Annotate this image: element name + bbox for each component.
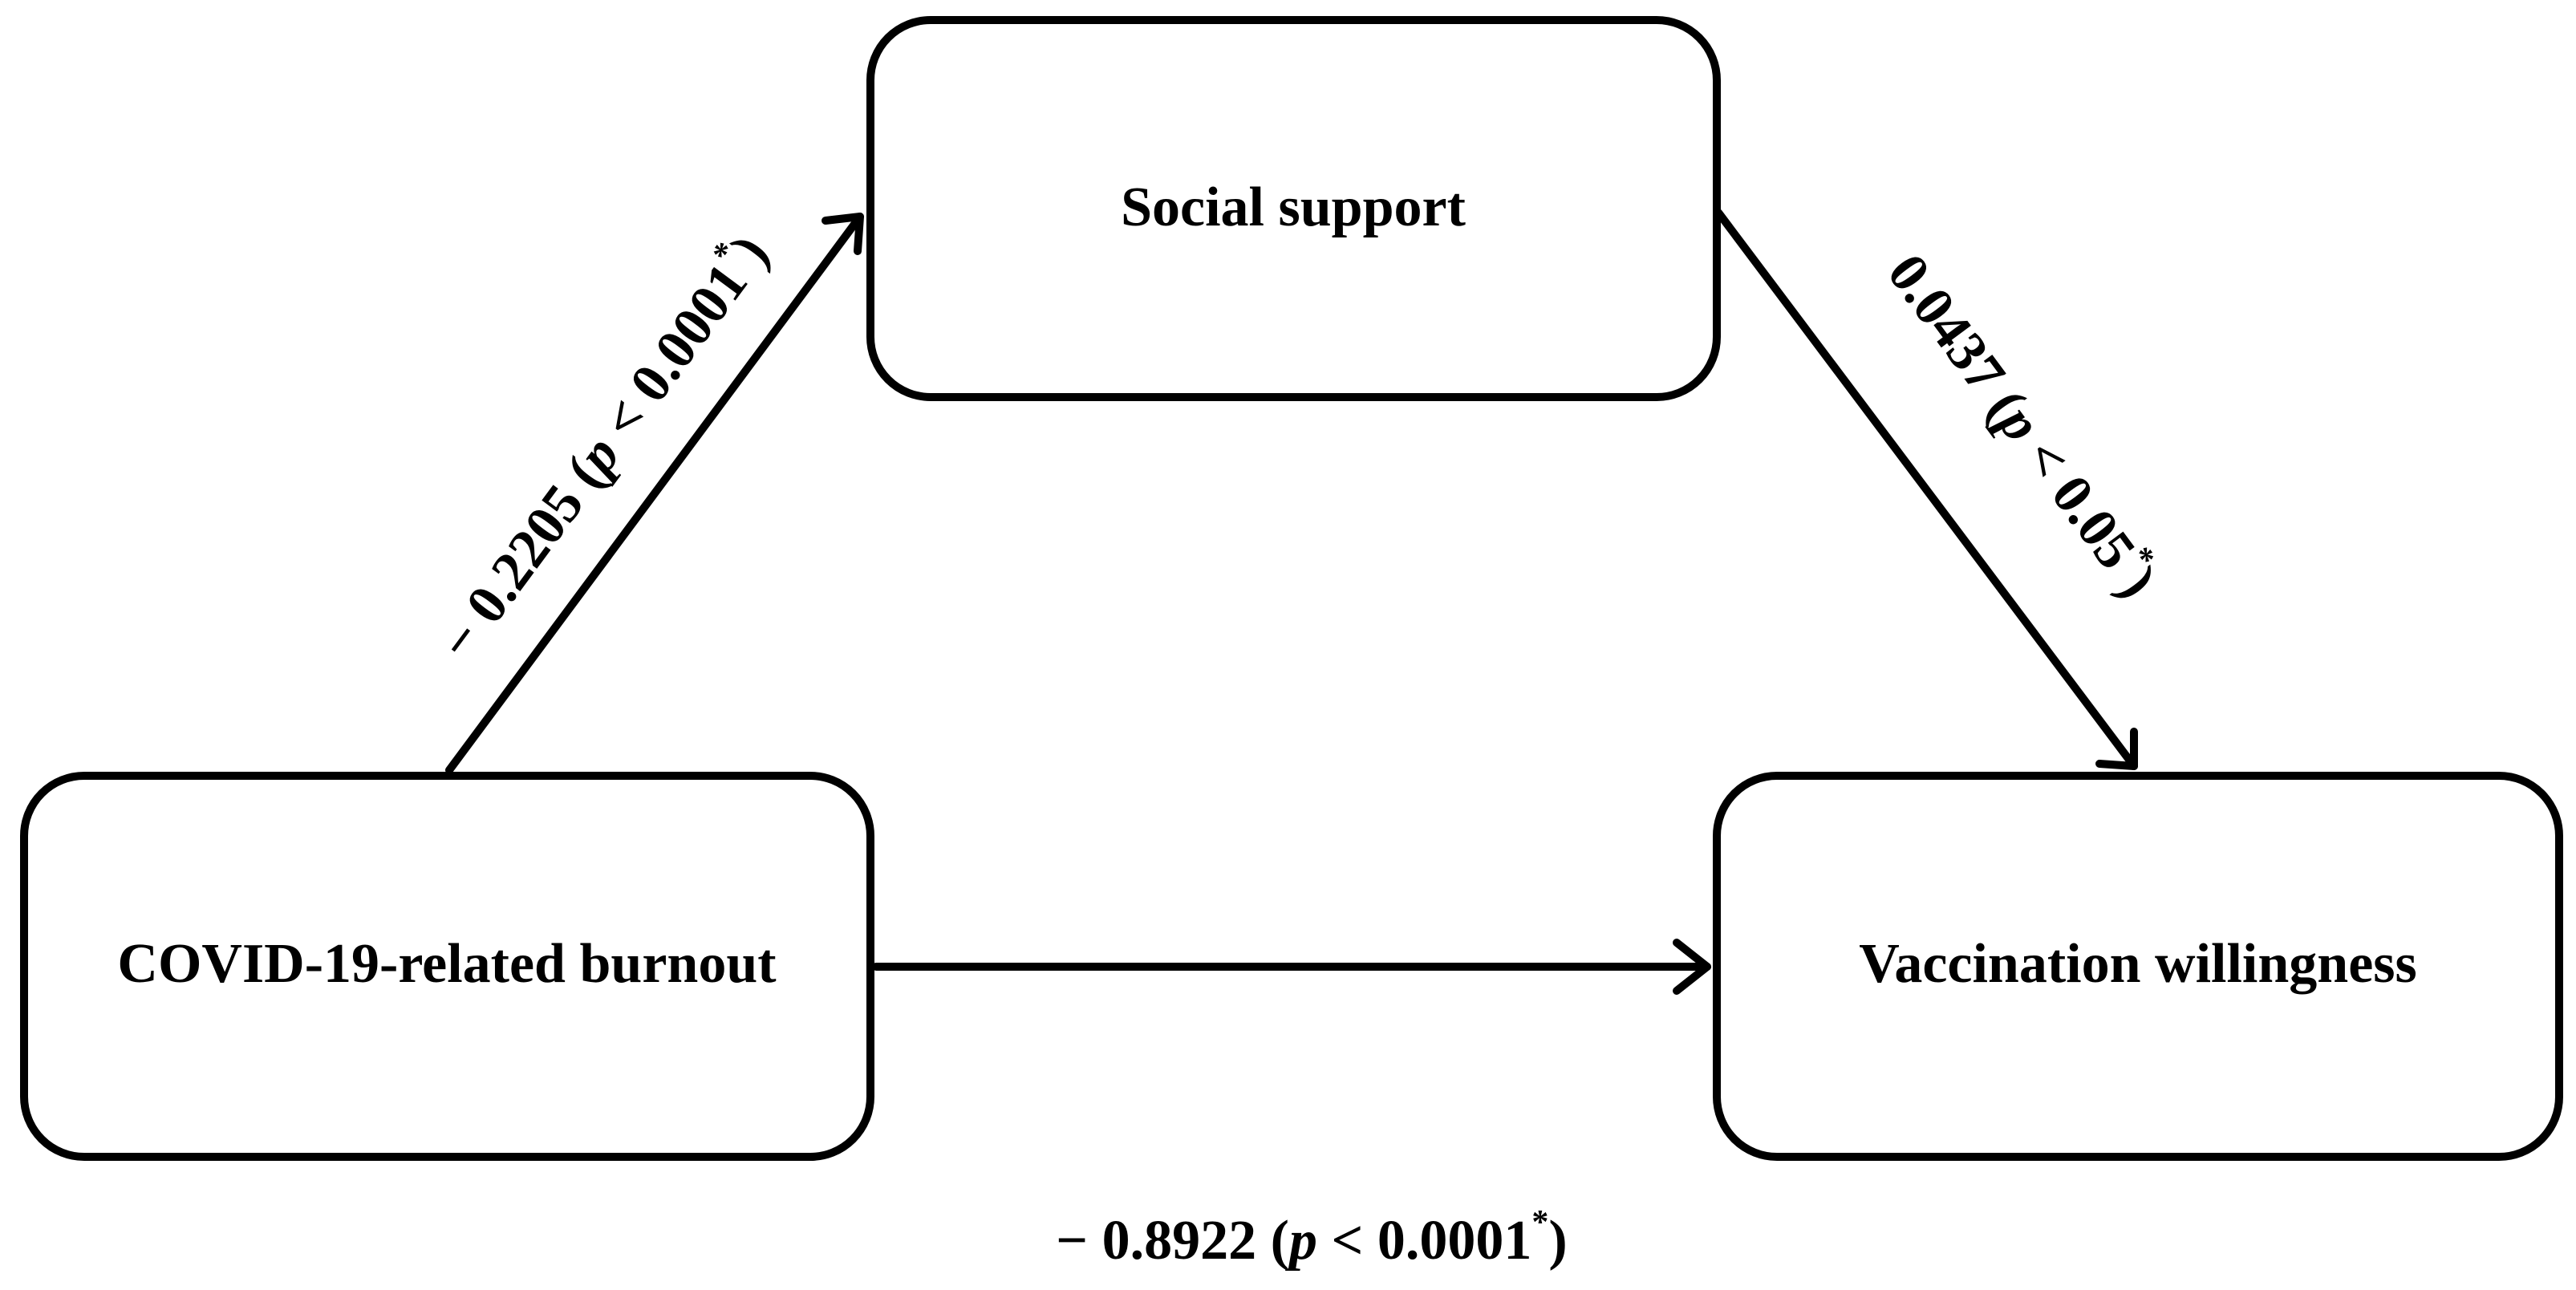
covid-burnout-label: COVID-19-related burnout xyxy=(117,933,776,995)
covid-burnout-box: COVID-19-related burnout xyxy=(20,772,874,1161)
arrowhead-vaccination-top xyxy=(2095,728,2138,770)
arrowhead-support xyxy=(821,213,864,255)
arrow-burnout-to-vaccination xyxy=(872,939,1711,995)
path-c-coefficient: − 0.8922 (p < 0.0001*) xyxy=(1056,1204,1567,1272)
vaccination-willingness-label: Vaccination willingness xyxy=(1859,933,2417,995)
arrowhead-vaccination-left xyxy=(1673,939,1711,995)
social-support-box: Social support xyxy=(866,16,1721,401)
path-a-coefficient: − 0.2205 (p < 0.0001*) xyxy=(422,221,781,672)
arrow-support-to-vaccination xyxy=(1714,209,2138,770)
arrow-burnout-to-support xyxy=(445,213,864,774)
social-support-label: Social support xyxy=(1121,176,1466,238)
vaccination-willingness-box: Vaccination willingness xyxy=(1713,772,2563,1161)
path-b-coefficient: 0.0437 (p < 0.05*) xyxy=(1876,240,2173,609)
